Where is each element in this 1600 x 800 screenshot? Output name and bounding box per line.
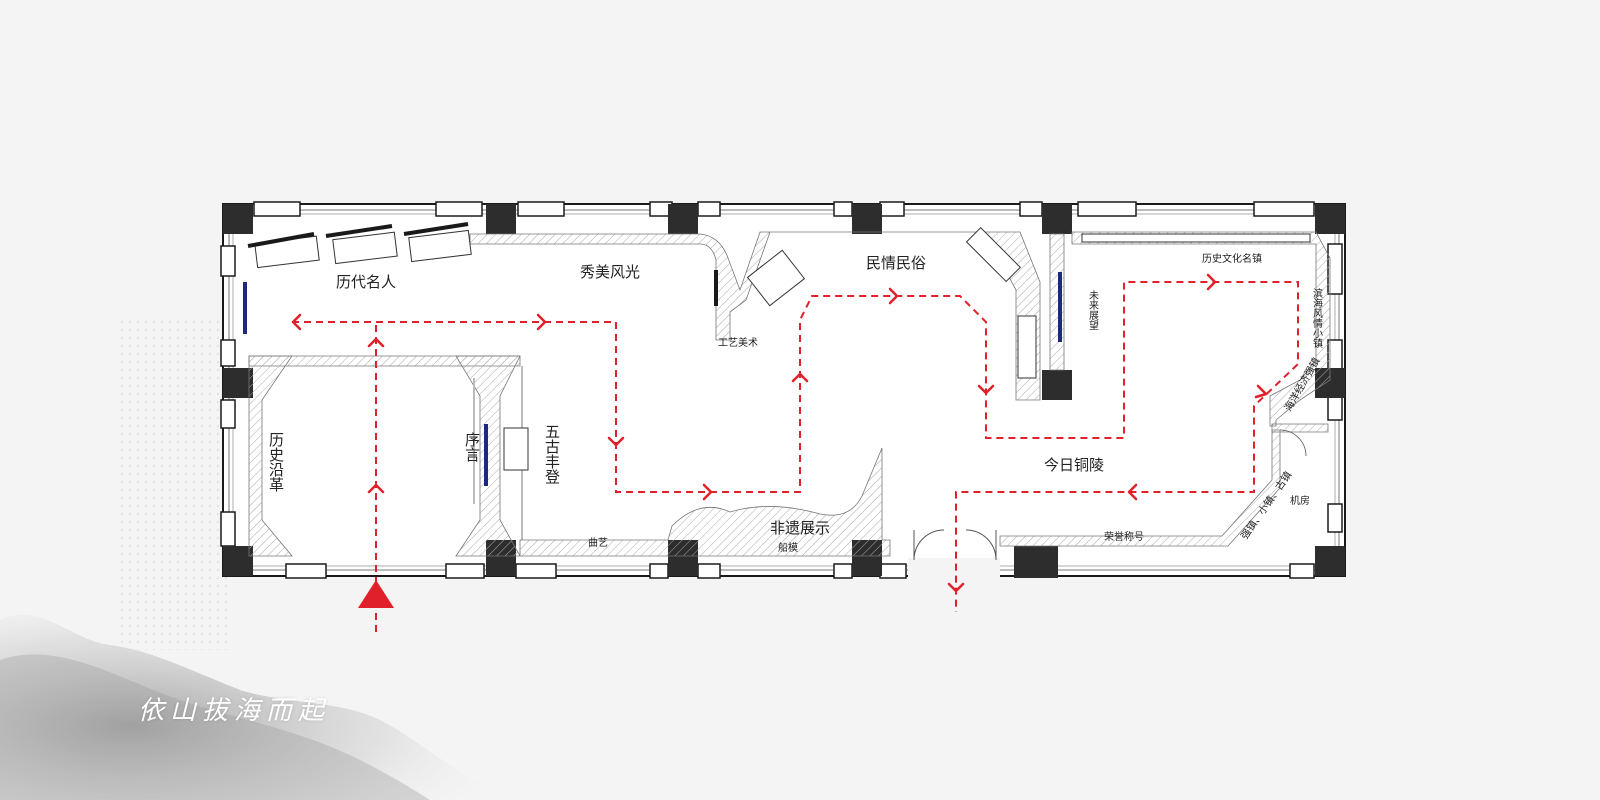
chevron-arrow-icon [607, 436, 625, 447]
slogan-text: 依山拔海而起 [138, 696, 331, 726]
chevron-arrow-icon [291, 313, 302, 331]
mountain-ink-wash [0, 614, 520, 800]
label-feiyi-zhanshi: 非遗展示 [770, 519, 830, 537]
interior-partitions [248, 231, 1331, 557]
chevron-arrow-icon [702, 483, 713, 501]
chevron-arrow-icon [888, 287, 899, 305]
display-cases [254, 227, 1311, 471]
dot-texture [120, 320, 230, 650]
label-xuyan: 序言 [463, 432, 481, 462]
label-wugu-fengdeng: 五古丰登 [543, 424, 561, 484]
chevron-arrow-icon [947, 582, 965, 593]
entrance-triangle-icon [358, 580, 394, 608]
label-jifang: 机房 [1290, 494, 1310, 507]
label-lishi-wenhua-mingzhen: 历史文化名镇 [1202, 252, 1262, 265]
chevron-arrow-icon [536, 313, 547, 331]
label-quyi: 曲艺 [588, 537, 608, 549]
label-jinri-tongling: 今日铜陵 [1044, 456, 1104, 474]
label-gongyi-meishu: 工艺美术 [718, 336, 758, 349]
chevron-arrow-icon [367, 483, 385, 494]
label-minqing-minsu: 民情民俗 [866, 254, 926, 272]
chevron-arrow-icon [1206, 273, 1217, 291]
exit-door [908, 529, 1000, 580]
label-rongyu-chenghao: 荣誉称号 [1104, 530, 1144, 543]
label-xiumei-fengguang: 秀美风光 [580, 263, 640, 281]
wall-panels [243, 222, 1062, 504]
chevron-arrow-icon [1254, 384, 1268, 399]
chevron-arrow-icon [367, 337, 385, 348]
route-arrows [291, 273, 1268, 593]
label-weilai-zhanwang: 未来展望 [1087, 290, 1099, 330]
chevron-arrow-icon [977, 384, 995, 395]
chevron-arrow-icon [791, 372, 809, 383]
chevron-arrow-icon [1127, 483, 1138, 501]
label-binhai-fengqing-xiaozhen: 滨海风情小镇 [1311, 287, 1323, 349]
mountain-shadow [0, 654, 430, 800]
label-lidai-mingren: 历代名人 [336, 273, 396, 291]
label-lishi-yange: 历史沿革 [267, 432, 285, 492]
label-chuanmo: 船模 [778, 541, 798, 554]
